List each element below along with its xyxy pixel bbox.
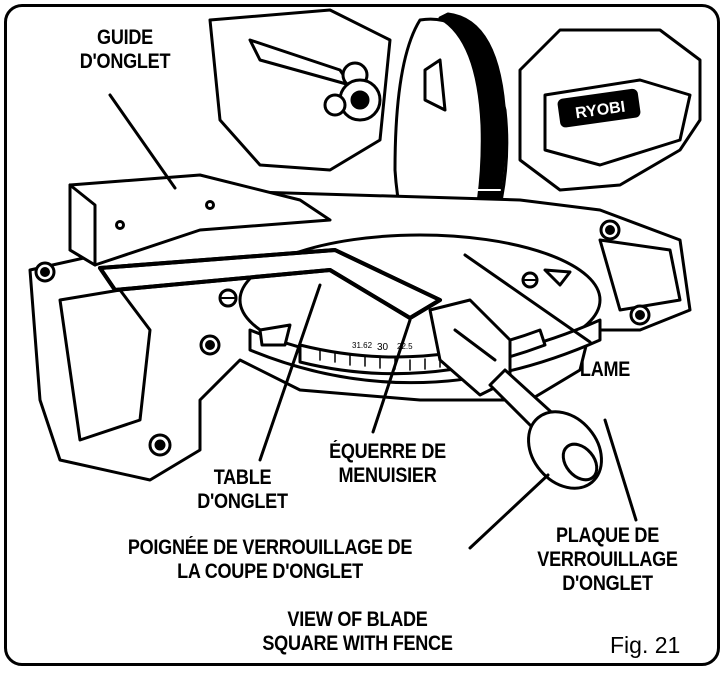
leader-table bbox=[258, 283, 322, 462]
brand-plate bbox=[557, 88, 641, 128]
label-miter-lock-plate-line1: PLAQUE DE bbox=[555, 524, 660, 547]
view-caption-line2: SQUARE WITH FENCE bbox=[262, 632, 453, 655]
label-miter-fence: GUIDE D'ONGLET bbox=[61, 26, 190, 74]
label-miter-lock-handle-line2: LA COUPE D'ONGLET bbox=[177, 560, 363, 583]
label-miter-table: TABLE D'ONGLET bbox=[189, 466, 297, 514]
leader-plaque bbox=[603, 418, 638, 522]
label-miter-lock-plate-line2: VERROUILLAGE bbox=[537, 548, 678, 571]
label-miter-lock-handle-line1: POIGNÉE DE VERROUILLAGE DE bbox=[127, 536, 413, 559]
leader-poignee bbox=[468, 473, 550, 550]
leader-guide bbox=[108, 93, 177, 190]
label-miter-fence-line1: GUIDE bbox=[97, 26, 153, 49]
label-miter-lock-handle: POIGNÉE DE VERROUILLAGE DE LA COUPE D'ON… bbox=[98, 536, 442, 584]
label-carpenter-square-line1: ÉQUERRE DE bbox=[329, 440, 446, 463]
label-carpenter-square-line2: MENUISIER bbox=[338, 464, 437, 487]
label-miter-lock-plate: PLAQUE DE VERROUILLAGE D'ONGLET bbox=[532, 524, 683, 596]
scale-mark-1: 31.62 bbox=[352, 341, 373, 350]
label-carpenter-square: ÉQUERRE DE MENUISIER bbox=[312, 440, 463, 488]
label-blade: LAME bbox=[566, 358, 643, 382]
label-miter-table-line1: TABLE bbox=[213, 466, 272, 489]
label-blade-text: LAME bbox=[579, 358, 631, 381]
label-miter-lock-plate-line3: D'ONGLET bbox=[562, 572, 653, 595]
label-miter-fence-line2: D'ONGLET bbox=[79, 50, 171, 73]
leader-equerre bbox=[371, 318, 412, 434]
scale-mark-3: 22.5 bbox=[397, 342, 413, 351]
view-caption-line1: VIEW OF BLADE bbox=[287, 608, 428, 631]
scale-mark-2: 30 bbox=[377, 342, 389, 353]
figure-number: Fig. 21 bbox=[610, 632, 681, 658]
view-caption: VIEW OF BLADE SQUARE WITH FENCE bbox=[235, 608, 480, 656]
label-miter-table-line2: D'ONGLET bbox=[197, 490, 288, 513]
brand-text: RYOBI bbox=[574, 99, 626, 123]
leader-lame bbox=[463, 253, 592, 344]
